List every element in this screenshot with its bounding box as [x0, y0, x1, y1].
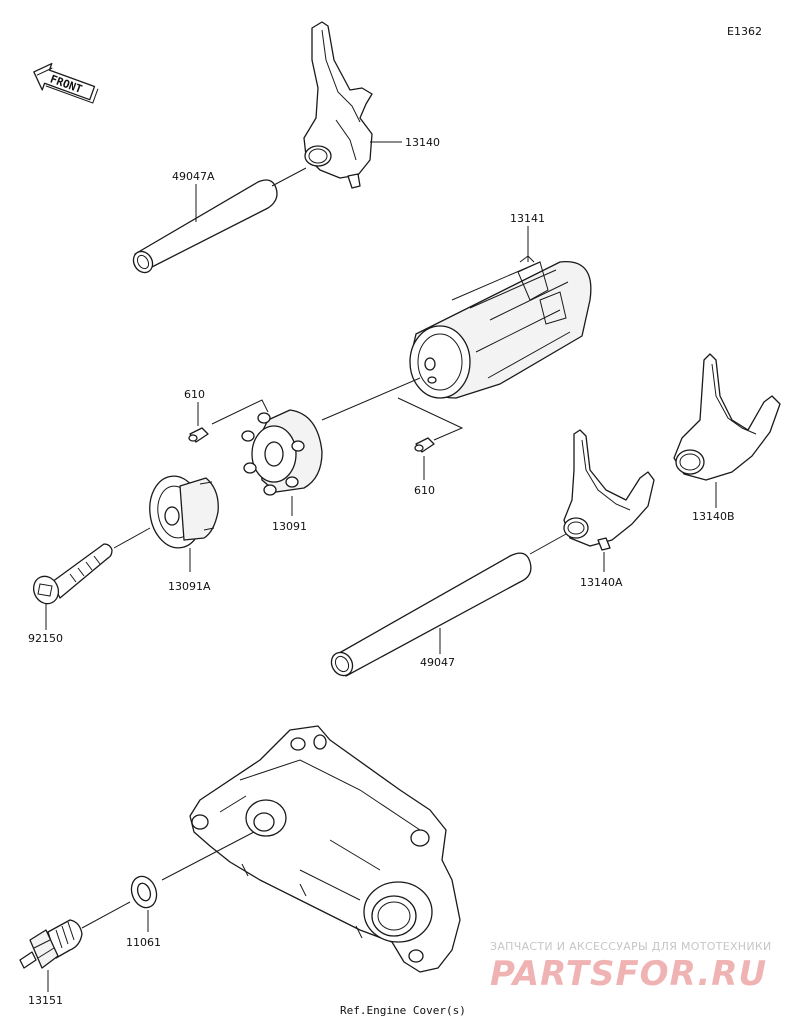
shift-rod-lower	[330, 552, 532, 677]
label-49047A: 49047A	[172, 170, 215, 183]
neutral-switch	[19, 919, 83, 969]
pin-right	[414, 437, 435, 453]
watermark-logo: PARTSFOR.RU	[490, 954, 767, 994]
label-13091: 13091	[272, 520, 307, 533]
shift-drum	[409, 255, 592, 399]
engine-cover	[189, 725, 461, 973]
label-13140: 13140	[405, 136, 440, 149]
diagram-code: E1362	[727, 25, 762, 38]
label-13140A: 13140A	[580, 576, 623, 589]
shift-rod-upper	[132, 179, 278, 274]
label-610-right: 610	[414, 484, 435, 497]
label-49047: 49047	[420, 656, 455, 669]
shift-fork-upper	[303, 21, 373, 189]
label-13091A: 13091A	[168, 580, 211, 593]
shift-fork-right	[673, 353, 781, 481]
bolt	[32, 543, 113, 605]
front-arrow-icon: FRONT	[33, 62, 99, 104]
drum-operating-plate	[241, 409, 323, 496]
washer	[130, 875, 158, 909]
drum-cam	[149, 475, 219, 549]
ref-note: Ref.Engine Cover(s)	[340, 1004, 466, 1017]
label-92150: 92150	[28, 632, 63, 645]
shift-fork-middle	[563, 429, 655, 551]
watermark-tagline: ЗАПЧАСТИ И АКСЕССУАРЫ ДЛЯ МОТОТЕХНИКИ	[490, 940, 772, 953]
label-11061: 11061	[126, 936, 161, 949]
label-13151: 13151	[28, 994, 63, 1007]
label-13141: 13141	[510, 212, 545, 225]
label-610-left: 610	[184, 388, 205, 401]
label-13140B: 13140B	[692, 510, 735, 523]
pin-left	[188, 427, 209, 443]
